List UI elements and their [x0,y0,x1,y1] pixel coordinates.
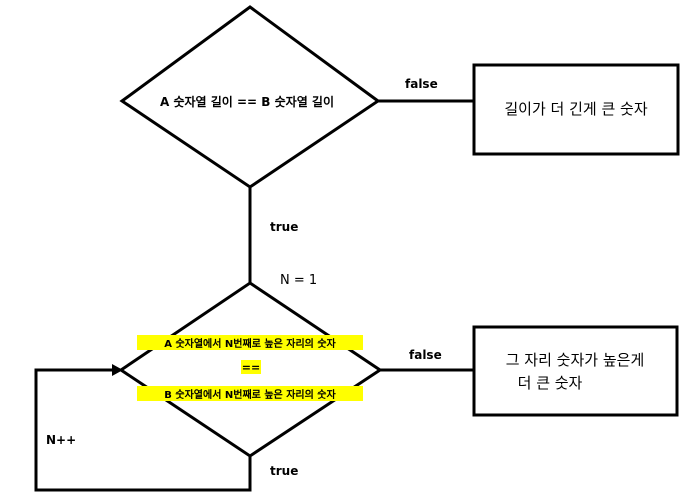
result-box-higher-digit [472,325,679,417]
edge-true-2-loop [34,368,252,492]
result-higher-digit-line2: 더 큰 숫자 [518,374,583,392]
loop-increment-label: N++ [46,433,76,447]
edge-true-1-label: true [270,220,298,234]
decision-digit-compare-line1: A 숫자열에서 N번째로 높은 자리의 숫자 [164,337,336,350]
result-box-longer-is-bigger [472,63,680,156]
edge-false-2-label: false [409,348,442,362]
init-n-label: N = 1 [280,273,317,288]
edge-false-1-label: false [405,77,438,91]
decision-length-compare-label: A 숫자열 길이 == B 숫자열 길이 [160,94,334,109]
decision-digit-compare-line2: == [242,361,260,374]
edge-true-2-label: true [270,464,298,478]
result-longer-is-bigger-label: 길이가 더 긴게 큰 숫자 [504,100,647,118]
loop-arrowhead [112,364,123,376]
decision-digit-compare-line3: B 숫자열에서 N번째로 높은 자리의 숫자 [164,388,336,401]
highlight-line1 [137,335,363,350]
highlight-line3 [137,386,363,401]
result-higher-digit-line1: 그 자리 숫자가 높은게 [506,351,645,369]
highlight-line2 [241,360,261,374]
